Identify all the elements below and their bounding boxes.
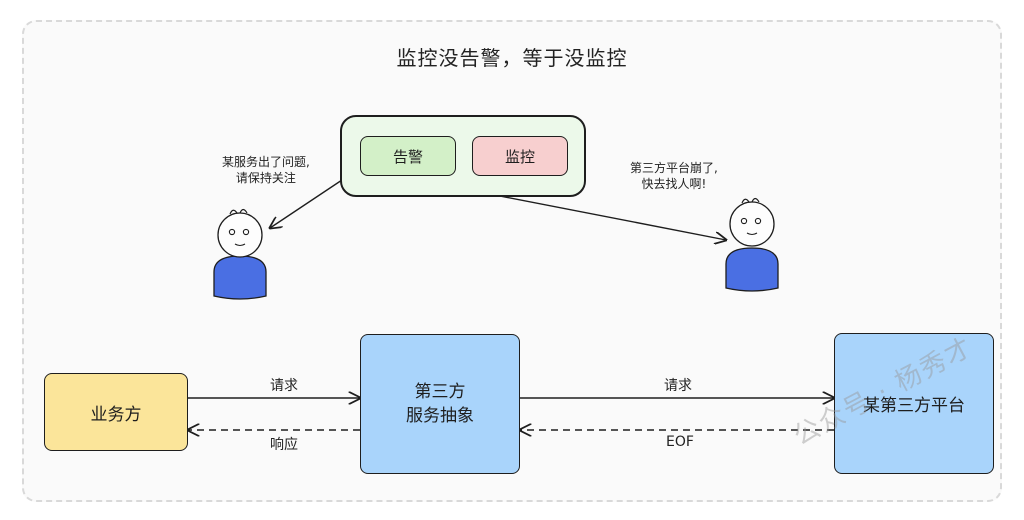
service-abstraction-line2: 服务抽象 bbox=[406, 406, 474, 426]
request-label-right: 请求 bbox=[664, 378, 692, 394]
monitor-label: 监控 bbox=[504, 147, 535, 166]
left-note: 某服务出了问题, 请保持关注 bbox=[222, 154, 310, 186]
request-label-left: 请求 bbox=[270, 378, 298, 394]
right-person-figure bbox=[725, 197, 779, 292]
right-note: 第三方平台崩了, 快去找人啊! bbox=[630, 160, 718, 192]
monitor-node: 监控 bbox=[472, 136, 568, 176]
left-person-figure bbox=[213, 208, 267, 300]
business-label: 业务方 bbox=[90, 404, 142, 425]
alarm-node: 告警 bbox=[360, 136, 456, 176]
response-label-left: 响应 bbox=[270, 437, 298, 453]
diagram-title: 监控没告警，等于没监控 bbox=[396, 46, 628, 70]
right-note-line1: 第三方平台崩了, bbox=[630, 161, 718, 175]
alarm-label: 告警 bbox=[392, 147, 423, 166]
left-note-line2: 请保持关注 bbox=[235, 171, 296, 185]
left-note-line1: 某服务出了问题, bbox=[222, 155, 310, 169]
service-abstraction-line1: 第三方 bbox=[414, 382, 466, 402]
eof-label-right: EOF bbox=[666, 434, 694, 450]
third-party-platform-node: 某第三方平台 bbox=[834, 333, 994, 474]
right-note-line2: 快去找人啊! bbox=[641, 177, 707, 191]
third-party-platform-label: 某第三方平台 bbox=[863, 396, 965, 416]
business-node: 业务方 bbox=[44, 373, 188, 451]
service-abstraction-node: 第三方 服务抽象 bbox=[360, 334, 520, 474]
